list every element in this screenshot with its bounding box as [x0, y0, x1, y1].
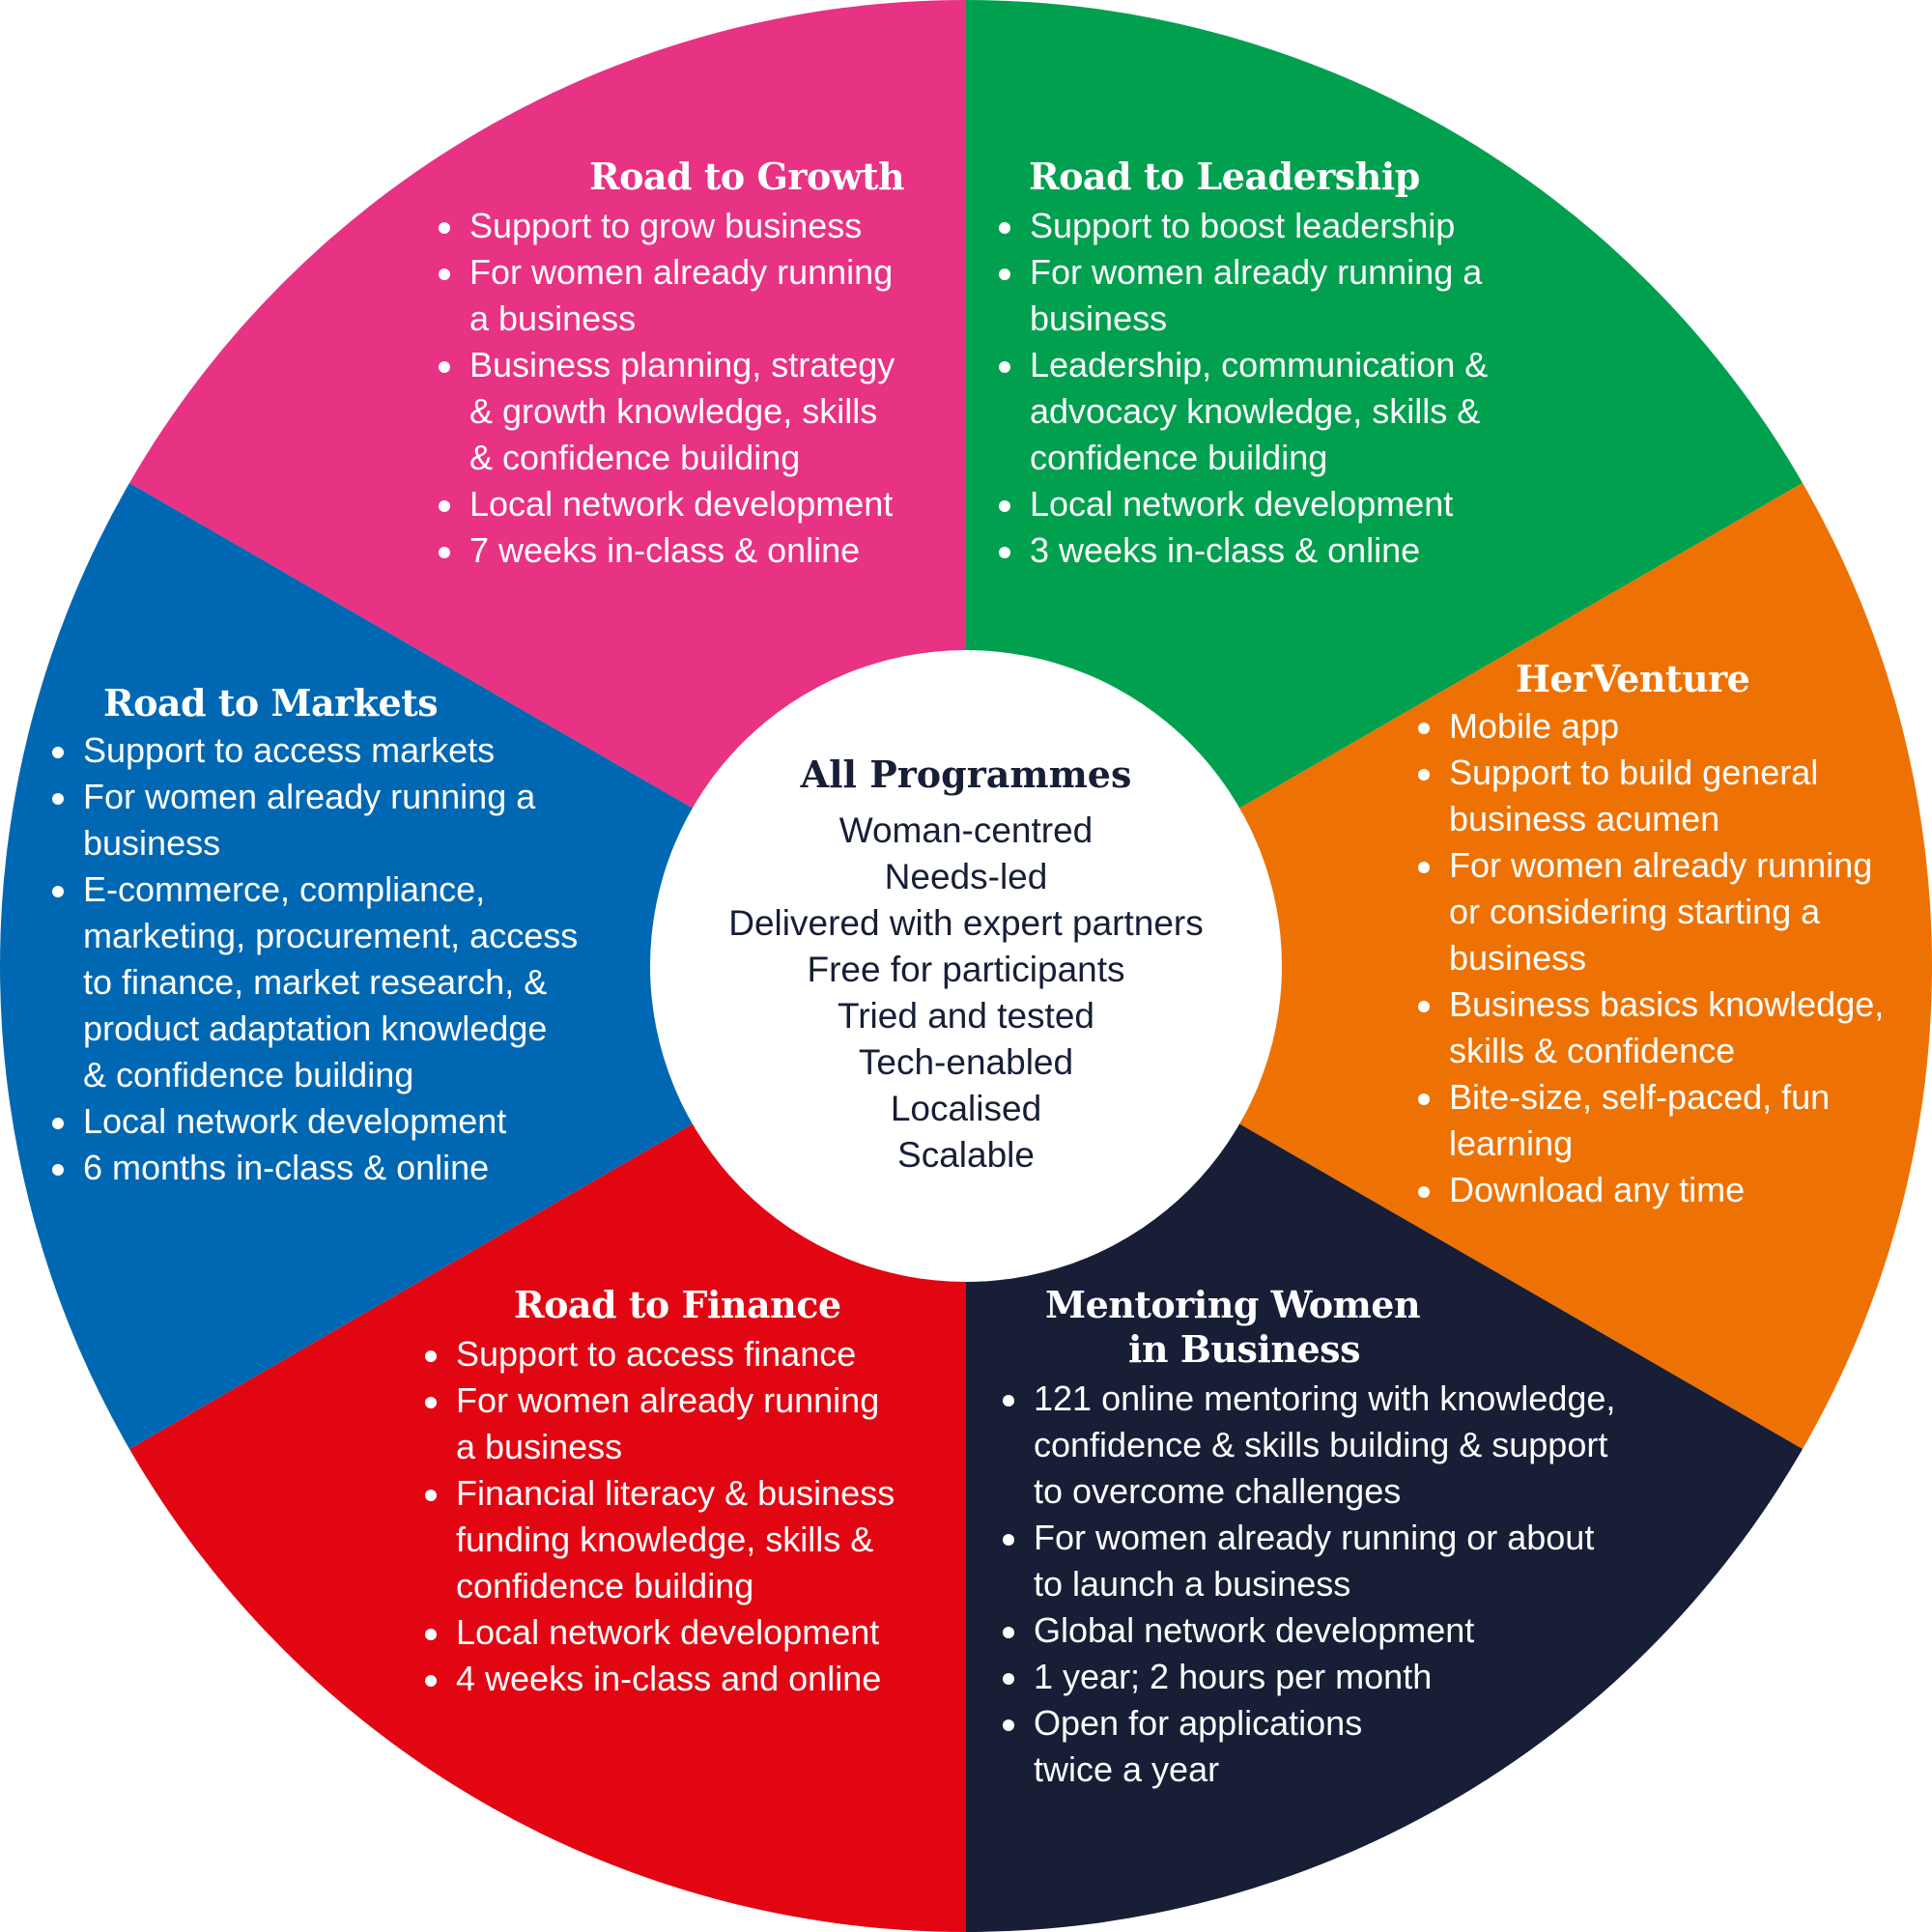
panel-title-line-1: Mentoring Women — [1045, 1283, 1421, 1326]
wedge-road-to-leadership — [966, 0, 1804, 966]
bullet-item: Leadership, communication & advocacy kno… — [995, 342, 1488, 481]
bullet-item: Global network development — [999, 1607, 1615, 1654]
center-item: Delivered with expert partners — [728, 903, 1204, 943]
bullet-item: Local network development — [421, 1609, 895, 1656]
bullet-item: Open for applications twice a year — [999, 1700, 1615, 1793]
panel-title: Road to Leadership — [1029, 155, 1420, 198]
bullet-item: For women already running a business — [48, 774, 578, 867]
bullet-item: For women already running or about to la… — [999, 1515, 1615, 1607]
wedge-mentoring-women-in-business — [966, 966, 1804, 1932]
panel-road-to-leadership: Road to Leadership Support to boost lead… — [995, 155, 1488, 574]
bullet-item: Support to build general business acumen — [1414, 750, 1884, 842]
center-item: Tech-enabled — [858, 1042, 1074, 1082]
bullet-item: Local network development — [435, 481, 904, 527]
wedge-road-to-markets — [0, 483, 966, 1449]
bullet-item: Business basics knowledge, skills & conf… — [1414, 981, 1884, 1074]
panel-road-to-finance: Road to Finance Support to access financ… — [421, 1283, 895, 1702]
bullet-item: 1 year; 2 hours per month — [999, 1654, 1615, 1700]
bullet-item: Support to access finance — [421, 1331, 895, 1378]
center-item: Localised — [890, 1089, 1042, 1128]
bullet-item: Local network development — [995, 481, 1488, 527]
bullet-list: 121 online mentoring with knowledge, con… — [999, 1376, 1615, 1793]
bullet-item: 4 weeks in-class and online — [421, 1656, 895, 1702]
wedge-road-to-finance — [128, 966, 966, 1932]
bullet-item: 3 weeks in-class & online — [995, 527, 1488, 574]
bullet-item: Financial literacy & business funding kn… — [421, 1470, 895, 1609]
bullet-item: 121 online mentoring with knowledge, con… — [999, 1376, 1615, 1515]
bullet-item: Mobile app — [1414, 703, 1884, 750]
panel-title-line-2: in Business — [1128, 1327, 1360, 1371]
bullet-item: Bite-size, self-paced, fun learning — [1414, 1074, 1884, 1167]
bullet-item: Business planning, strategy & growth kno… — [435, 342, 904, 481]
wedge-road-to-growth — [128, 0, 966, 966]
bullet-item: Support to boost leadership — [995, 203, 1488, 249]
bullet-item: For women already running a business — [435, 249, 904, 342]
center-item: Tried and tested — [837, 996, 1094, 1036]
panel-title: Road to Growth — [589, 155, 905, 198]
panel-mentoring-women-in-business: Mentoring Women in Business 121 online m… — [999, 1283, 1615, 1793]
panel-title: Road to Finance — [514, 1283, 841, 1326]
bullet-item: For women already running a business — [995, 249, 1488, 342]
panel-road-to-markets: Road to Markets Support to access market… — [48, 681, 578, 1191]
bullet-item: Support to grow business — [435, 203, 904, 249]
bullet-item: For women already running a business — [421, 1378, 895, 1470]
bullet-item: 6 months in-class & online — [48, 1145, 578, 1191]
center-item: Woman-centred — [838, 810, 1094, 850]
panel-title: Road to Markets — [103, 681, 439, 724]
bullet-item: Download any time — [1414, 1167, 1884, 1213]
center-item: Needs-led — [884, 857, 1048, 896]
wedge-herventure — [966, 483, 1932, 1449]
center-item: Free for participants — [807, 950, 1125, 989]
center-circle — [650, 650, 1282, 1282]
center-title: All Programmes — [800, 753, 1132, 796]
panel-title: HerVenture — [1516, 657, 1750, 700]
bullet-item: 7 weeks in-class & online — [435, 527, 904, 574]
bullet-item: E-commerce, compliance, marketing, procu… — [48, 867, 578, 1098]
bullet-item: Local network development — [48, 1098, 578, 1145]
bullet-item: Support to access markets — [48, 727, 578, 774]
center-item: Scalable — [897, 1135, 1035, 1175]
bullet-item: For women already running or considering… — [1414, 842, 1884, 981]
